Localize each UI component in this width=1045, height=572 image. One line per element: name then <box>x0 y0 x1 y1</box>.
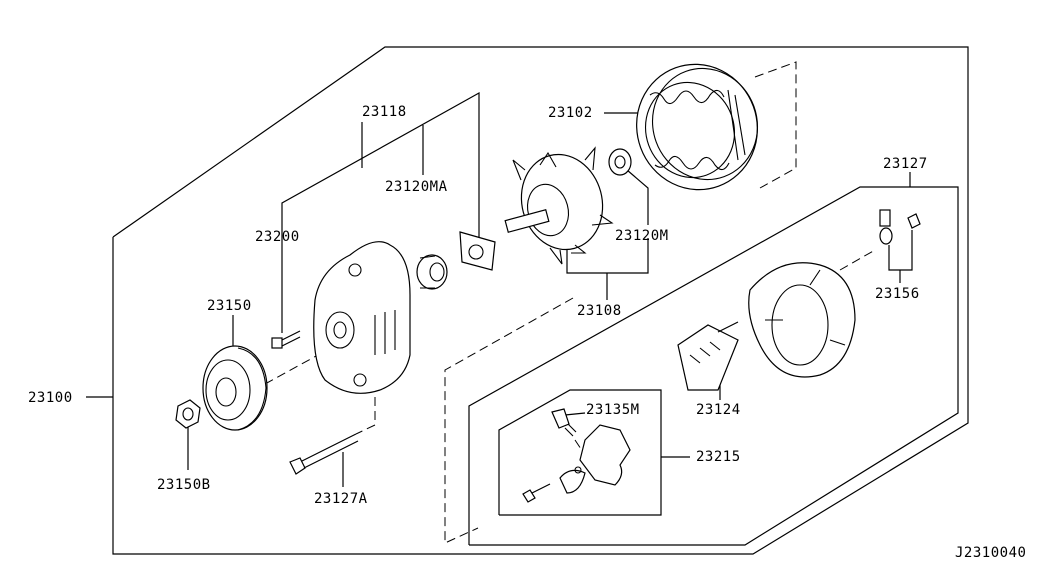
terminal-drawing <box>879 209 921 245</box>
pulley-dashed-guide <box>264 354 319 385</box>
label-23156: 23156 <box>875 286 920 302</box>
label-23150B: 23150B <box>157 477 211 493</box>
diode-drawing <box>677 321 739 391</box>
bolt2-dashed-guide <box>355 424 376 435</box>
label-23215: 23215 <box>696 449 741 465</box>
front-bearing-drawing <box>416 254 448 290</box>
label-23127A: 23127A <box>314 491 368 507</box>
label-23127: 23127 <box>883 156 928 172</box>
rear-bearing-leader <box>626 169 649 225</box>
leader-23135M <box>564 412 586 416</box>
label-23108: 23108 <box>577 303 622 319</box>
terminal-dashed-guide <box>839 249 876 271</box>
label-23124: 23124 <box>696 402 741 418</box>
label-23135M: 23135M <box>586 402 640 418</box>
regulator-group-frame <box>498 389 662 516</box>
stator-dashed-guide <box>754 61 797 189</box>
label-23120M: 23120M <box>615 228 669 244</box>
retainer-plate-drawing <box>459 231 496 271</box>
label-23150: 23150 <box>207 298 252 314</box>
front-cover-drawing <box>313 241 411 394</box>
label-23120MA: 23120MA <box>385 179 448 195</box>
regulator-drawing <box>522 408 631 503</box>
pulley-nut-drawing <box>175 399 201 429</box>
label-23118: 23118 <box>362 104 407 120</box>
label-23100: 23100 <box>28 390 73 406</box>
pulley-drawing <box>202 345 268 431</box>
rear-bearing-drawing <box>608 148 632 176</box>
lower-dashed-guide <box>444 297 574 544</box>
front-cover-group-bracket <box>281 91 480 333</box>
long-bolt-drawing <box>289 433 359 475</box>
label-23200: 23200 <box>255 229 300 245</box>
rotor-drawing <box>504 146 614 265</box>
through-bolt-drawing <box>271 330 301 349</box>
rear-cover-group-frame <box>468 186 959 546</box>
assembly-frame <box>112 46 969 555</box>
label-23102: 23102 <box>548 105 593 121</box>
diagram-code: J2310040 <box>955 545 1026 561</box>
stator-drawing <box>636 63 759 191</box>
rear-cover-drawing <box>748 262 856 378</box>
